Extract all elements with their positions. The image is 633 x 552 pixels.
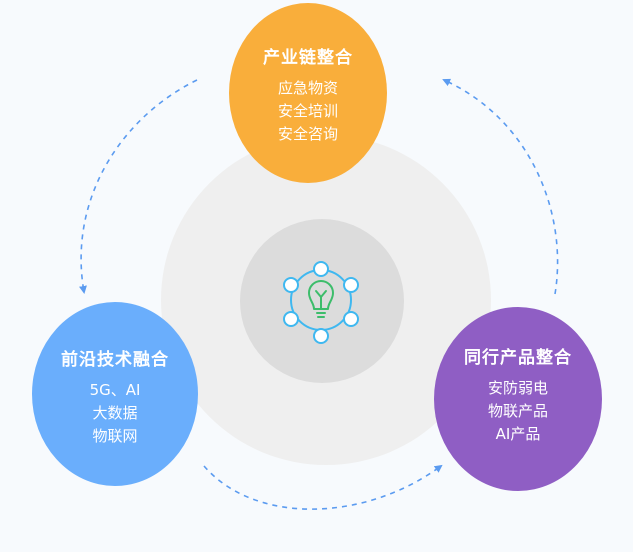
node-item: 安全咨询 (277, 125, 338, 143)
node-item-list: 5G、AI 大数据 物联网 (90, 379, 141, 448)
arrow-right-to-top (442, 78, 559, 295)
node-title: 前沿技术融合 (61, 350, 169, 370)
node-item: 大数据 (92, 404, 138, 422)
node-frontier-tech: 前沿技术融合 5G、AI 大数据 物联网 (32, 302, 198, 486)
node-item: 5G、AI (89, 381, 141, 399)
node-item: 物联网 (92, 427, 138, 445)
arrow-left-to-right (203, 464, 443, 510)
node-item: 安防弱电 (487, 379, 548, 397)
node-title: 同行产品整合 (464, 348, 572, 368)
node-peer-products: 同行产品整合 安防弱电 物联产品 AI产品 (434, 307, 602, 491)
node-item: AI产品 (495, 425, 541, 443)
node-item-list: 安防弱电 物联产品 AI产品 (488, 377, 548, 446)
node-title: 产业链整合 (263, 48, 353, 68)
node-item: 应急物资 (277, 79, 338, 97)
node-item: 物联产品 (487, 402, 548, 420)
node-industry-chain: 产业链整合 应急物资 安全培训 安全咨询 (229, 3, 387, 183)
node-item: 安全培训 (277, 102, 338, 120)
arrow-top-to-left (79, 79, 198, 294)
node-item-list: 应急物资 安全培训 安全咨询 (278, 77, 338, 146)
